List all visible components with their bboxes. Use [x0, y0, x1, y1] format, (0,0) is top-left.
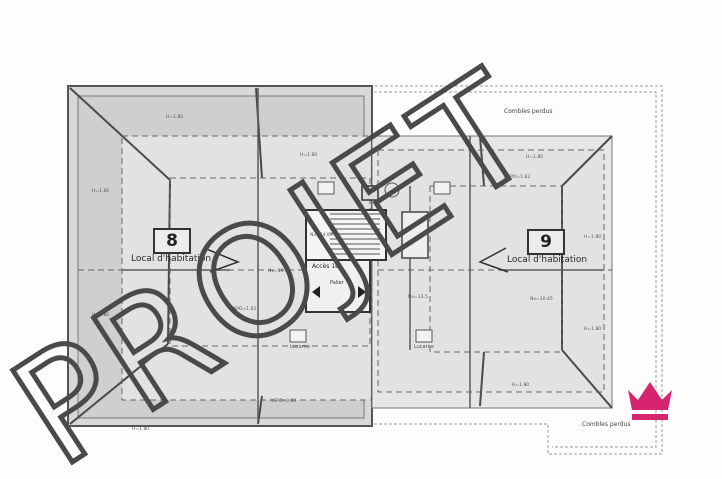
lucarne-boxes	[289, 181, 451, 343]
palier-label: Palier	[330, 280, 344, 286]
crown-icon	[628, 382, 672, 420]
svg-text:H=1.80: H=1.80	[526, 154, 543, 160]
svg-text:H=1.80: H=1.80	[92, 312, 109, 318]
stair-label: Accès 1er	[312, 263, 342, 270]
unit-label-9: Local d'habitation	[507, 255, 588, 265]
door-arrows	[203, 247, 509, 273]
svg-text:H=1.80: H=1.80	[584, 326, 601, 332]
svg-text:H=1.80: H=1.80	[584, 234, 601, 240]
svg-text:Nv=10.45: Nv=10.45	[268, 268, 291, 274]
lucarne-label-left: Lucarne	[290, 344, 310, 350]
combles-label-bottom: Combles perdus	[582, 421, 631, 428]
svg-text:HSPO=1.62: HSPO=1.62	[504, 174, 530, 180]
svg-text:Nv=10.45: Nv=10.45	[530, 296, 553, 302]
svg-text:H=1.80: H=1.80	[166, 114, 183, 120]
stair-core	[305, 182, 429, 313]
lucarne-label-right: Lucarne	[414, 344, 434, 350]
svg-text:HSPO=0.80: HSPO=0.80	[270, 398, 296, 404]
unit-number-8: 8	[153, 228, 191, 254]
svg-text:HSPO=1.62: HSPO=1.62	[230, 306, 256, 312]
svg-text:H=1.80: H=1.80	[300, 152, 317, 158]
unit-number-9: 9	[527, 229, 565, 255]
svg-text:Nv=14.87: Nv=14.87	[310, 232, 333, 238]
svg-text:H=1.80: H=1.80	[132, 426, 149, 432]
combles-boundary	[370, 85, 663, 455]
svg-text:Nv=13.5: Nv=13.5	[408, 294, 428, 300]
habitable-zones	[122, 136, 604, 400]
svg-text:H=1.80: H=1.80	[512, 382, 529, 388]
height-annotations: H=1.80 H=1.80 H=1.80 H=1.80 H=1.80 HSPO=…	[92, 114, 601, 432]
combles-label-top: Combles perdus	[504, 108, 553, 115]
svg-text:H=1.80: H=1.80	[92, 188, 109, 194]
unit-label-8: Local d'habitation	[131, 254, 212, 264]
